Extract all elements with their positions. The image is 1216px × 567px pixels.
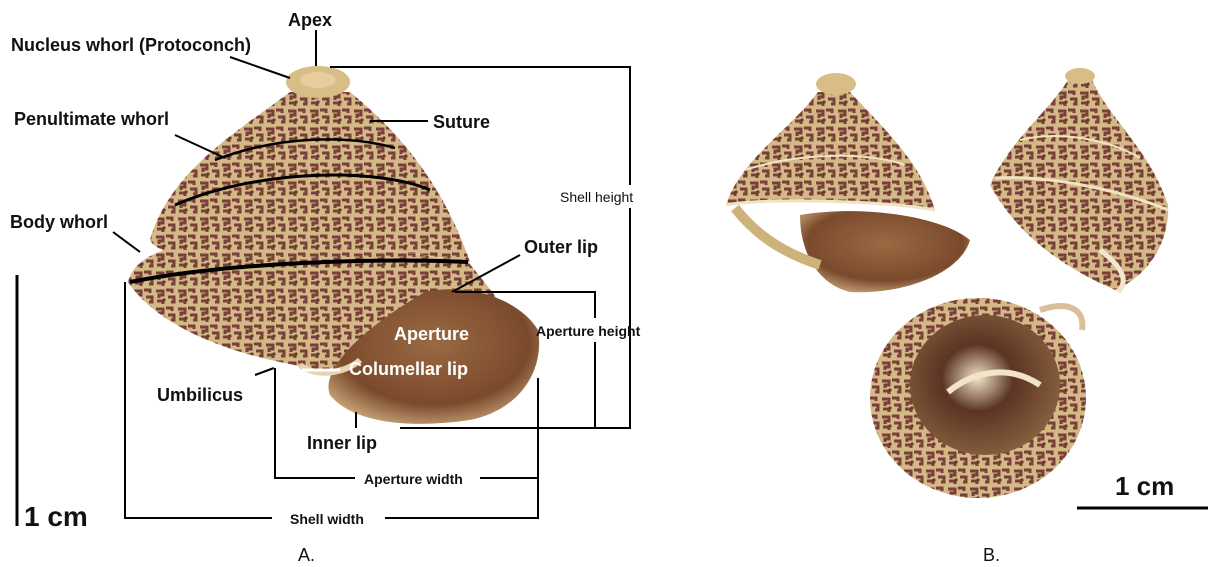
label-columellar-lip: Columellar lip <box>349 359 468 379</box>
label-nucleus-whorl: Nucleus whorl (Protoconch) <box>11 35 251 55</box>
label-penultimate-whorl: Penultimate whorl <box>14 109 169 129</box>
label-aperture: Aperture <box>394 324 469 344</box>
scale-label-b: 1 cm <box>1115 471 1174 501</box>
caption-b: B. <box>983 545 1000 565</box>
dim-shell-height: Shell height <box>560 189 633 205</box>
shell-b-back <box>990 68 1168 292</box>
label-outer-lip: Outer lip <box>524 237 598 257</box>
label-umbilicus: Umbilicus <box>157 385 243 405</box>
shell-b-umbilical <box>870 298 1086 498</box>
label-inner-lip: Inner lip <box>307 433 377 453</box>
dim-aperture-width: Aperture width <box>364 471 463 487</box>
scale-label-a: 1 cm <box>24 501 88 532</box>
dim-aperture-height: Aperture height <box>536 323 641 339</box>
label-body-whorl: Body whorl <box>10 212 108 232</box>
shell-b-side <box>726 73 970 292</box>
label-apex: Apex <box>288 10 332 30</box>
dim-shell-width: Shell width <box>290 511 364 527</box>
caption-a: A. <box>298 545 315 565</box>
label-suture: Suture <box>433 112 490 132</box>
